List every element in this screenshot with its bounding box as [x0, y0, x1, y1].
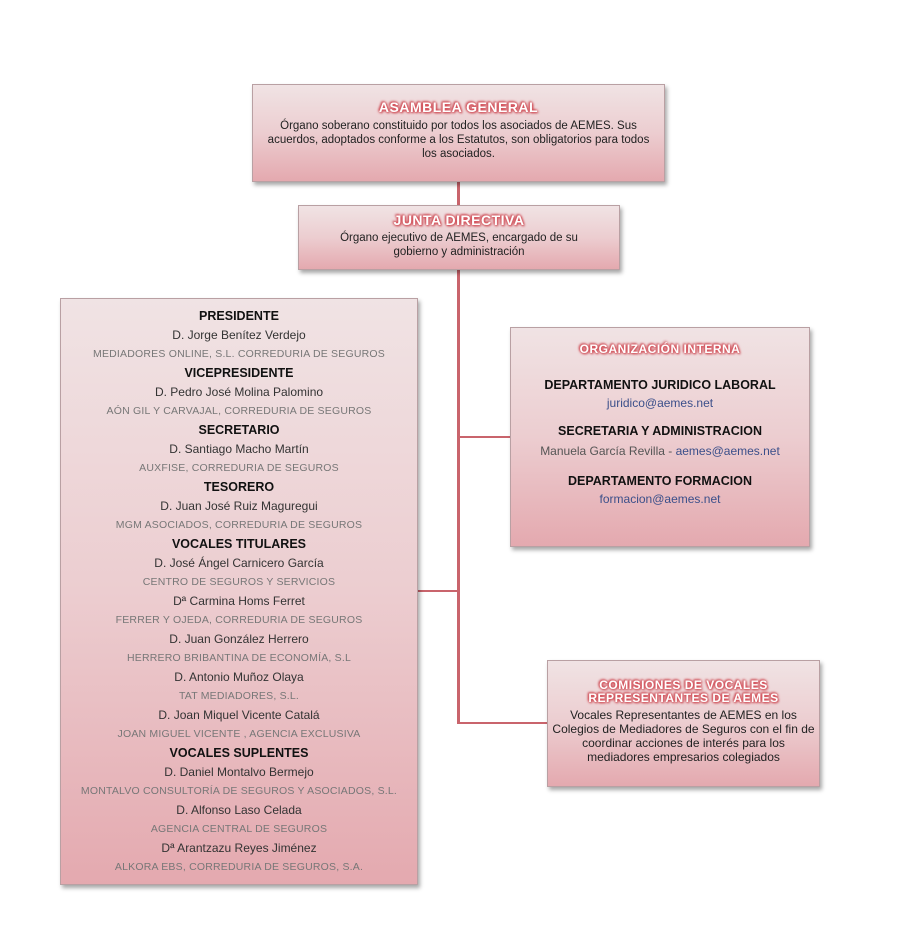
board-member-name: Dª Carmina Homs Ferret — [173, 594, 305, 608]
connector-board — [418, 590, 459, 592]
board-member-company: TAT MEDIADORES, S.L. — [178, 690, 300, 702]
dept-formacion: DEPARTAMENTO FORMACION — [567, 474, 753, 488]
board-member-name: D. Juan José Ruiz Maguregui — [160, 499, 318, 513]
comisiones-title: COMISIONES DE VOCALES REPRESENTANTES DE … — [588, 678, 779, 705]
asamblea-description: Órgano soberano constituido por todos lo… — [267, 120, 650, 160]
board-role: TESORERO — [203, 480, 275, 494]
board-member-company: AGENCIA CENTRAL DE SEGUROS — [150, 823, 328, 835]
connector-organizacion — [459, 436, 510, 438]
asamblea-title: ASAMBLEA GENERAL — [378, 99, 539, 115]
comisiones-box: COMISIONES DE VOCALES REPRESENTANTES DE … — [547, 660, 820, 787]
board-role: VOCALES TITULARES — [171, 537, 307, 551]
board-member-company: MEDIADORES ONLINE, S.L. CORREDURIA DE SE… — [93, 348, 385, 360]
board-member-company: MONTALVO CONSULTORÍA DE SEGUROS Y ASOCIA… — [80, 785, 398, 797]
board-member-name: D. Santiago Macho Martín — [169, 442, 309, 456]
junta-directiva-box: JUNTA DIRECTIVA Órgano ejecutivo de AEME… — [298, 205, 620, 270]
board-role: VOCALES SUPLENTES — [169, 746, 309, 760]
board-member-name: D. Alfonso Laso Celada — [176, 803, 302, 817]
secretaria-contact: Manuela García Revilla - — [540, 444, 676, 458]
connector-trunk — [457, 270, 460, 724]
email-juridico[interactable]: juridico@aemes.net — [606, 396, 714, 410]
board-member-name: D. Pedro José Molina Palomino — [154, 385, 324, 399]
board-member-company: CENTRO DE SEGUROS Y SERVICIOS — [142, 576, 336, 588]
junta-title: JUNTA DIRECTIVA — [393, 212, 525, 228]
board-member-name: D. Jorge Benítez Verdejo — [172, 328, 306, 342]
dept-secretaria: SECRETARIA Y ADMINISTRACION — [558, 424, 762, 438]
board-member-company: AÓN GIL Y CARVAJAL, CORREDURIA DE SEGURO… — [106, 405, 372, 417]
connector-asamblea-junta — [457, 182, 460, 205]
board-member-company: ALKORA EBS, CORREDURIA DE SEGUROS, S.A. — [114, 861, 364, 873]
board-member-name: D. Antonio Muñoz Olaya — [174, 670, 304, 684]
board-member-name: D. José Ángel Carnicero García — [154, 556, 324, 570]
board-role: VICEPRESIDENTE — [184, 366, 294, 380]
connector-comisiones — [459, 722, 547, 724]
organizacion-interna-box: ORGANIZACIÓN INTERNA DEPARTAMENTO JURIDI… — [510, 327, 810, 547]
board-member-company: HERRERO BRIBANTINA DE ECONOMÍA, S.L — [126, 652, 352, 664]
comisiones-description: Vocales Representantes de AEMES en los C… — [552, 708, 815, 764]
junta-description: Órgano ejecutivo de AEMES, encargado de … — [340, 232, 578, 258]
board-member-company: AUXFISE, CORREDURIA DE SEGUROS — [139, 462, 339, 474]
dept-juridico: DEPARTAMENTO JURIDICO LABORAL — [544, 378, 776, 392]
organizacion-title: ORGANIZACIÓN INTERNA — [579, 342, 741, 356]
asamblea-general-box: ASAMBLEA GENERAL Órgano soberano constit… — [252, 84, 665, 182]
email-formacion[interactable]: formacion@aemes.net — [599, 492, 721, 506]
email-secretaria[interactable]: aemes@aemes.net — [675, 444, 780, 458]
board-member-company: MGM ASOCIADOS, CORREDURIA DE SEGUROS — [115, 519, 363, 531]
board-member-name: D. Joan Miquel Vicente Catalá — [158, 708, 320, 722]
board-role: PRESIDENTE — [199, 309, 279, 323]
board-member-company: JOAN MIGUEL VICENTE , AGENCIA EXCLUSIVA — [117, 728, 361, 740]
board-member-name: D. Juan González Herrero — [169, 632, 309, 646]
board-member-name: Dª Arantzazu Reyes Jiménez — [161, 841, 317, 855]
board-role: SECRETARIO — [198, 423, 280, 437]
board-member-company: FERRER Y OJEDA, CORREDURIA DE SEGUROS — [115, 614, 363, 626]
board-member-name: D. Daniel Montalvo Bermejo — [164, 765, 314, 779]
